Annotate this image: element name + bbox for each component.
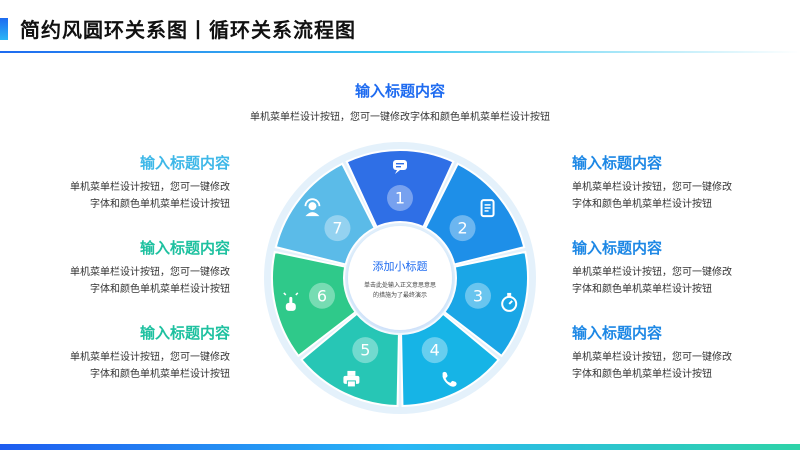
title-accent-bar	[0, 18, 8, 40]
left-block-3: 输入标题内容 单机菜单栏设计按钮，您可一键修改 字体和颜色单机菜单栏设计按钮	[30, 322, 230, 383]
tap-hand-icon	[283, 292, 299, 311]
segment-number-badge	[352, 337, 379, 364]
top-block-title: 输入标题内容	[354, 82, 445, 100]
left-block-3-line2: 字体和颜色单机菜单栏设计按钮	[90, 369, 230, 380]
top-text-block: 输入标题内容 单机菜单栏设计按钮，您可一键修改字体和颜色单机菜单栏设计按钮	[200, 80, 600, 126]
segment-number-badge	[421, 337, 448, 364]
ring-segment-4: 4	[400, 312, 500, 407]
segment-number: 4	[430, 341, 440, 360]
left-block-1: 输入标题内容 单机菜单栏设计按钮，您可一键修改 字体和颜色单机菜单栏设计按钮	[30, 152, 230, 213]
center-body-line1: 单击此处输入正文意思意思	[364, 281, 436, 289]
left-block-1-line1: 单机菜单栏设计按钮，您可一键修改	[70, 182, 230, 193]
ring-segment-shape	[300, 312, 400, 407]
ring-segment-shape	[443, 250, 529, 358]
right-block-1-title: 输入标题内容	[572, 154, 663, 172]
left-block-2-line2: 字体和颜色单机菜单栏设计按钮	[90, 284, 230, 295]
bottom-gradient-bar	[0, 444, 800, 450]
ring-segment-7: 7	[274, 162, 377, 266]
title-underline	[0, 51, 800, 53]
ring-segment-shape	[274, 162, 377, 266]
printer-icon	[343, 370, 360, 388]
headset-user-icon	[304, 198, 321, 217]
right-block-3-line2: 字体和颜色单机菜单栏设计按钮	[572, 369, 712, 380]
right-block-1-line2: 字体和颜色单机菜单栏设计按钮	[572, 199, 712, 210]
left-block-3-title: 输入标题内容	[139, 324, 230, 342]
center-circle	[348, 226, 452, 330]
right-block-2-line1: 单机菜单栏设计按钮，您可一键修改	[572, 267, 732, 278]
mobile-doc-icon	[480, 199, 495, 218]
segment-number: 6	[317, 286, 327, 305]
segment-number: 2	[457, 219, 467, 238]
ring-segment-shape	[271, 250, 357, 358]
left-block-1-title: 输入标题内容	[139, 154, 230, 172]
ring-segment-5: 5	[300, 312, 400, 407]
segment-number: 3	[473, 286, 483, 305]
segment-number-badge	[324, 215, 351, 242]
right-block-1-line1: 单机菜单栏设计按钮，您可一键修改	[572, 182, 732, 193]
title-bar: 简约风圆环关系图丨循环关系流程图	[0, 0, 800, 53]
right-block-3-line1: 单机菜单栏设计按钮，您可一键修改	[572, 352, 732, 363]
ring-segment-shape	[400, 312, 500, 407]
center-body-line2: 的措施为了最终演示	[373, 291, 427, 299]
phone-icon	[442, 371, 457, 387]
right-block-2: 输入标题内容 单机菜单栏设计按钮，您可一键修改 字体和颜色单机菜单栏设计按钮	[572, 237, 772, 298]
left-block-2-line1: 单机菜单栏设计按钮，您可一键修改	[70, 267, 230, 278]
ring-segment-shape	[345, 149, 455, 229]
segment-number-badge	[449, 215, 476, 242]
ring-segment-2: 2	[423, 162, 526, 266]
segment-number: 5	[360, 341, 370, 360]
right-block-3-title: 输入标题内容	[572, 324, 663, 342]
ring-segment-3: 3	[443, 250, 529, 358]
segment-number: 1	[395, 189, 405, 208]
segment-number-badge	[387, 185, 413, 211]
right-block-3: 输入标题内容 单机菜单栏设计按钮，您可一键修改 字体和颜色单机菜单栏设计按钮	[572, 322, 772, 383]
ring-segment-1: 1	[345, 149, 455, 229]
center-title: 添加小标题	[373, 259, 428, 273]
right-block-2-title: 输入标题内容	[572, 239, 663, 257]
segment-number: 7	[332, 219, 342, 238]
segment-number-badge	[464, 282, 491, 309]
right-block-1: 输入标题内容 单机菜单栏设计按钮，您可一键修改 字体和颜色单机菜单栏设计按钮	[572, 152, 772, 213]
left-block-1-line2: 字体和颜色单机菜单栏设计按钮	[90, 199, 230, 210]
segment-number-badge	[309, 282, 336, 309]
ring-segment-shape	[423, 162, 526, 266]
left-block-2: 输入标题内容 单机菜单栏设计按钮，您可一键修改 字体和颜色单机菜单栏设计按钮	[30, 237, 230, 298]
left-block-3-line1: 单机菜单栏设计按钮，您可一键修改	[70, 352, 230, 363]
stopwatch-icon	[501, 292, 518, 312]
right-block-2-line2: 字体和颜色单机菜单栏设计按钮	[572, 284, 712, 295]
chat-icon	[393, 160, 407, 174]
page-title: 简约风圆环关系图丨循环关系流程图	[20, 18, 356, 42]
left-block-2-title: 输入标题内容	[139, 239, 230, 257]
ring-segment-6: 6	[271, 250, 357, 358]
top-block-body: 单机菜单栏设计按钮，您可一键修改字体和颜色单机菜单栏设计按钮	[250, 112, 550, 123]
